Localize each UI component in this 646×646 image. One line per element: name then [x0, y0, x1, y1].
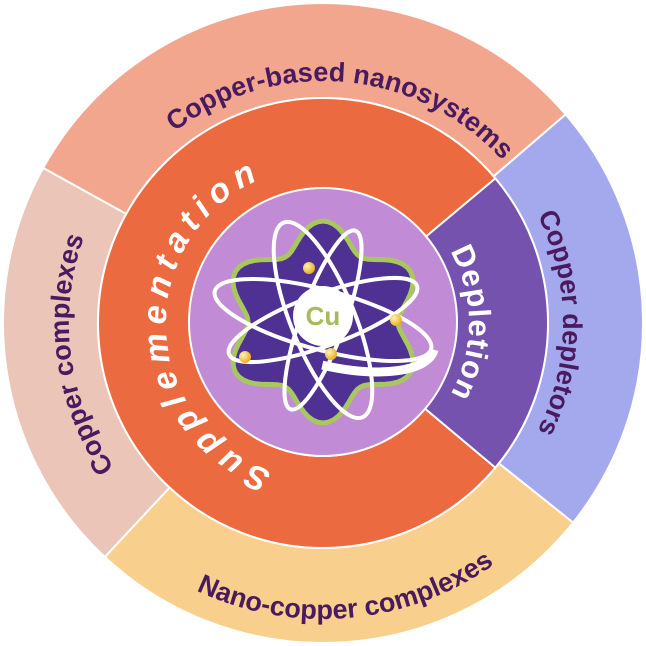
- orbit-highlight: [206, 263, 440, 377]
- electron-icon: [325, 348, 337, 360]
- atom-icon: Cu: [206, 218, 440, 426]
- center-label: Cu: [306, 301, 341, 331]
- electron-icon: [390, 314, 402, 326]
- electron-icon: [239, 351, 251, 363]
- electron-icon: [303, 262, 315, 274]
- orbit-3: [271, 219, 375, 421]
- nucleus: [293, 286, 353, 346]
